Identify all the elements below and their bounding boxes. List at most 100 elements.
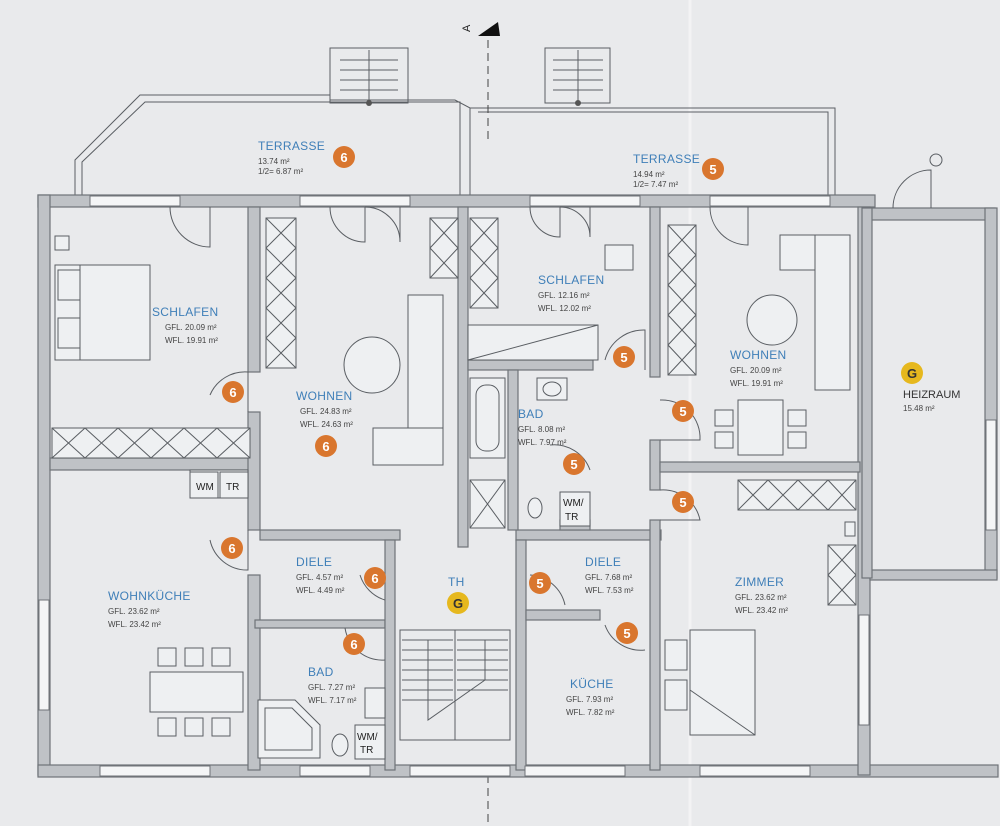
unit-badge-5: [563, 453, 585, 475]
room-gfl: GFL. 12.16 m²: [538, 291, 590, 300]
room-wfl: WFL. 19.91 m²: [730, 379, 783, 388]
room-gfl: 14.94 m²: [633, 170, 665, 179]
room-name: TERRASSE: [258, 139, 325, 153]
room-bad-left: BAD GFL. 7.27 m² WFL. 7.17 m²: [308, 665, 357, 705]
room-wfl: WFL. 4.49 m²: [296, 586, 345, 595]
svg-text:5: 5: [709, 162, 716, 177]
room-bad-mid: BAD GFL. 8.08 m² WFL. 7.97 m²: [518, 407, 567, 447]
svg-text:6: 6: [229, 385, 236, 400]
room-diele-right: DIELE GFL. 7.68 m² WFL. 7.53 m²: [585, 555, 634, 595]
room-gfl: GFL. 20.09 m²: [165, 323, 217, 332]
room-schlafen-left: SCHLAFEN GFL. 20.09 m² WFL. 19.91 m²: [152, 305, 218, 345]
room-name: DIELE: [296, 555, 332, 569]
wm-tr-label-top: WM/: [563, 498, 584, 509]
tr-label: TR: [226, 482, 239, 493]
room-wfl: WFL. 7.82 m²: [566, 708, 615, 717]
room-gfl: GFL. 4.57 m²: [296, 573, 343, 582]
room-gfl: GFL. 7.93 m²: [566, 695, 613, 704]
unit-badge-5: [613, 346, 635, 368]
room-name: ZIMMER: [735, 575, 784, 589]
room-kueche: KÜCHE GFL. 7.93 m² WFL. 7.82 m²: [566, 677, 615, 717]
wm-tr-label-bottom: TR: [565, 512, 578, 523]
room-name: WOHNKÜCHE: [108, 589, 191, 603]
outdoor-lamp: [929, 153, 943, 167]
room-wfl: WFL. 23.42 m²: [108, 620, 161, 629]
unit-badge-6: [221, 537, 243, 559]
unit-badge-5: [672, 491, 694, 513]
unit-badge-6: [364, 567, 386, 589]
bed-right: [664, 521, 856, 736]
room-diele-left: DIELE GFL. 4.57 m² WFL. 4.49 m²: [296, 555, 345, 595]
doors: [169, 169, 932, 661]
room-name: TERRASSE: [633, 152, 700, 166]
section-marker-label: A: [461, 24, 473, 32]
room-wfl: WFL. 23.42 m²: [735, 606, 788, 615]
wm-tr-label-bottom-left: TR: [360, 745, 373, 756]
unit-badge-6: [343, 633, 365, 655]
wm-label: WM: [196, 482, 214, 493]
stairs-top-left: [329, 47, 409, 106]
svg-text:6: 6: [340, 150, 347, 165]
sofa-left: [343, 294, 444, 466]
room-th: TH G: [447, 575, 469, 614]
unit-badge: [901, 362, 923, 384]
room-area: 15.48 m²: [903, 404, 935, 413]
svg-text:6: 6: [322, 439, 329, 454]
fixture-labels: WM TR WM/ TR WM/ TR: [196, 482, 591, 760]
svg-text:5: 5: [536, 576, 543, 591]
unit-badge-5: [529, 572, 551, 594]
room-wfl: WFL. 19.91 m²: [165, 336, 218, 345]
room-schlafen-mid: SCHLAFEN GFL. 12.16 m² WFL. 12.02 m²: [538, 273, 604, 313]
room-name: TH: [448, 575, 465, 589]
svg-text:5: 5: [679, 495, 686, 510]
svg-text:5: 5: [623, 626, 630, 641]
room-wfl: 1/2= 7.47 m²: [633, 180, 678, 189]
room-wfl: WFL. 7.97 m²: [518, 438, 567, 447]
interior-walls: [49, 206, 873, 771]
room-wohnkueche: WOHNKÜCHE GFL. 23.62 m² WFL. 23.42 m²: [108, 589, 191, 629]
room-wfl: WFL. 24.63 m²: [300, 420, 353, 429]
bed-left: [54, 235, 151, 361]
section-marker: A: [461, 22, 500, 826]
room-terrasse-left: TERRASSE 13.74 m² 1/2= 6.87 m² 6: [258, 139, 355, 176]
room-name: KÜCHE: [570, 677, 614, 691]
room-wohnen-left: WOHNEN GFL. 24.83 m² WFL. 24.63 m²: [296, 389, 353, 429]
room-name: WOHNEN: [296, 389, 352, 403]
svg-text:6: 6: [371, 571, 378, 586]
room-wfl: WFL. 7.53 m²: [585, 586, 634, 595]
svg-text:G: G: [907, 366, 917, 381]
unit-badge-6: [222, 381, 244, 403]
room-gfl: GFL. 23.62 m²: [108, 607, 160, 616]
wm-tr-box-left: [189, 471, 249, 499]
room-gfl: 13.74 m²: [258, 157, 290, 166]
stairs-top-right: [544, 47, 611, 106]
svg-text:5: 5: [570, 457, 577, 472]
bed-mid: [467, 244, 634, 361]
room-gfl: GFL. 7.27 m²: [308, 683, 355, 692]
room-gfl: GFL. 8.08 m²: [518, 425, 565, 434]
unit-badge-5: [616, 622, 638, 644]
svg-text:5: 5: [620, 350, 627, 365]
unit-badge-5: [672, 400, 694, 422]
svg-text:5: 5: [679, 404, 686, 419]
room-wfl: WFL. 12.02 m²: [538, 304, 591, 313]
room-name: BAD: [518, 407, 544, 421]
staircase: [399, 629, 511, 741]
unit-badges-6: 6 6 6 6 6: [221, 381, 386, 655]
windows: [38, 195, 997, 777]
room-name: SCHLAFEN: [538, 273, 604, 287]
svg-text:G: G: [453, 596, 463, 611]
room-name: DIELE: [585, 555, 621, 569]
svg-text:6: 6: [350, 637, 357, 652]
room-wfl: WFL. 7.17 m²: [308, 696, 357, 705]
unit-badge-6: [315, 435, 337, 457]
unit-badges-5: 5 5 5 5 5 5: [529, 346, 694, 644]
room-name: BAD: [308, 665, 334, 679]
room-gfl: GFL. 24.83 m²: [300, 407, 352, 416]
room-wfl: 1/2= 6.87 m²: [258, 167, 303, 176]
built-in-cabinets: [51, 217, 857, 606]
room-heizraum: G HEIZRAUM 15.48 m²: [901, 362, 960, 413]
sofa-right: [714, 234, 851, 456]
room-name: SCHLAFEN: [152, 305, 218, 319]
